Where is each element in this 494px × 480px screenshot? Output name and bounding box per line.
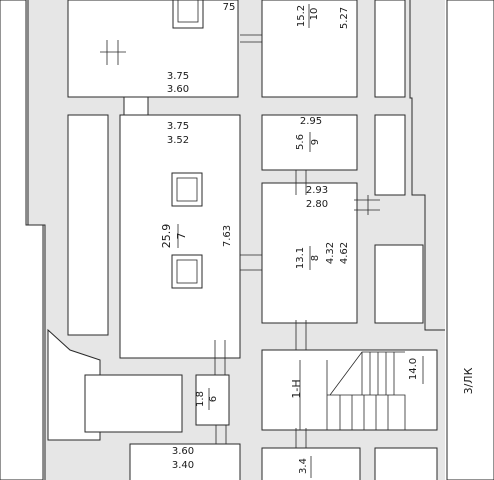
room-main-depth: 3.52 [167,135,189,146]
room-corridor-number: 6 [208,396,219,402]
side-label: 3/ЛК [462,367,475,394]
room-bottom-far-right [374,447,438,480]
room-labels: 75 10 15.2 5.27 3.75 3.60 3.75 3.52 7 25… [160,2,475,478]
room-bottom-right-dim: 3.4 [298,458,309,474]
room-corridor [195,374,230,426]
room-main-width: 3.75 [167,121,189,132]
room-center-right-dim-b: 4.32 [325,242,336,264]
room-right-upper [374,114,406,196]
doors [100,34,380,448]
room-small-right-width: 2.95 [300,116,322,127]
room-bottom-left [129,443,241,480]
room-bottom-left-depth: 3.40 [172,460,194,471]
room-main-area: 25.9 [160,224,173,249]
room-top-middle-number: 10 [309,8,320,21]
room-top-middle-area: 15.2 [296,5,307,27]
room-top-right [374,0,406,98]
room-small-right-area: 5.6 [295,134,306,150]
rooms [67,0,438,480]
room-center-right-area: 13.1 [295,247,306,269]
room-main-length: 7.63 [222,225,233,247]
room-small-right [261,114,358,171]
room-top-left-dim: 75 [223,2,236,13]
room-upper-left-width: 3.75 [167,71,189,82]
room-top-middle [261,0,358,98]
room-lower-left [84,374,183,433]
room-center-right-depth: 2.80 [306,199,328,210]
exterior-right [446,0,494,480]
room-main-left [119,114,241,359]
room-center-right-width: 2.93 [306,185,328,196]
room-corridor-area: 1.8 [195,391,206,407]
room-upper-left-depth: 3.60 [167,84,189,95]
room-small-right-number: 9 [310,139,321,145]
stair-flight [299,351,406,430]
room-top-middle-dim: 5.27 [339,7,350,29]
room-center-right-dim-a: 4.62 [339,242,350,264]
room-right-lower [374,244,424,324]
exterior-left [0,0,44,480]
shafts [123,0,204,289]
stairwell [261,349,438,431]
shaft-top [172,0,204,29]
room-main-number: 7 [175,233,188,240]
room-bottom-left-width: 3.60 [172,446,194,457]
room-left-strip [67,114,109,336]
room-top-left [67,0,239,98]
room-center-right [261,182,358,324]
door-opening-top [123,96,149,116]
room-center-right-number: 8 [310,255,321,261]
stairwell-area: 14.0 [408,358,419,380]
stairwell-label: 1-Н [290,379,303,398]
